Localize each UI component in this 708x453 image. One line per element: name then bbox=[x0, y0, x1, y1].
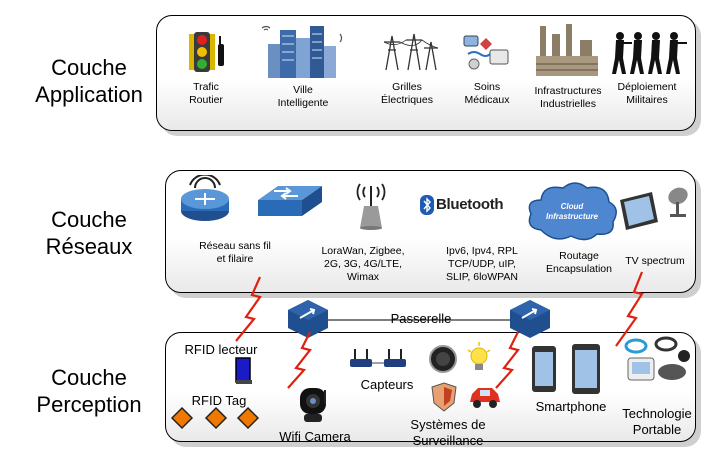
rfid-reader-label: RFID lecteur bbox=[184, 342, 258, 357]
bluetooth-logo-text: Bluetooth bbox=[436, 196, 504, 213]
gateway-link-line bbox=[320, 319, 520, 321]
industrial-plant-icon bbox=[534, 20, 600, 78]
network-switch-icon bbox=[256, 182, 324, 222]
tv-spectrum-icon bbox=[618, 186, 694, 232]
military-soldiers-icon bbox=[610, 30, 688, 76]
bluetooth-icon bbox=[420, 195, 434, 215]
app-item-military-label: Déploiement Militaires bbox=[617, 81, 677, 106]
network-layer-title: Couche Réseaux bbox=[45, 207, 133, 259]
app-item-medical-label: Soins Médicaux bbox=[464, 81, 510, 106]
power-grid-icon bbox=[378, 30, 440, 72]
surveillance-label: Systèmes de Surveillance bbox=[410, 417, 486, 448]
app-item-industrial-label: Infrastructures Industrielles bbox=[534, 85, 602, 110]
sensors-icon bbox=[344, 345, 414, 375]
wireless-router-icon bbox=[178, 175, 232, 223]
medical-care-icon bbox=[460, 30, 514, 74]
gateway-left-icon bbox=[286, 298, 330, 340]
car-icon bbox=[466, 384, 504, 410]
rfid-tags-icon bbox=[168, 404, 264, 436]
perception-layer-title: Couche Perception bbox=[36, 365, 142, 417]
light-bulb-icon bbox=[466, 342, 492, 372]
network-item-protocols-label: LoraWan, Zigbee, 2G, 3G, 4G/LTE, Wimax bbox=[321, 245, 405, 283]
wearable-devices-icon bbox=[620, 334, 692, 390]
network-item-wired-wireless-label: Réseau sans fil et filaire bbox=[199, 240, 271, 265]
wifi-camera-icon bbox=[294, 384, 334, 426]
cloud-icon bbox=[523, 178, 621, 246]
antenna-device-icon bbox=[350, 176, 392, 230]
gateway-label: Passerelle bbox=[390, 311, 452, 326]
sensors-label: Capteurs bbox=[360, 377, 414, 392]
traffic-light-icon bbox=[186, 30, 228, 76]
smart-city-icon bbox=[258, 20, 350, 80]
app-item-smart-city-label: Ville Intelligente bbox=[277, 84, 329, 109]
wifi-camera-label: Wifi Camera bbox=[279, 429, 351, 444]
gateway-right-icon bbox=[508, 298, 552, 340]
rfid-reader-icon bbox=[234, 356, 254, 386]
smartphone-label: Smartphone bbox=[535, 399, 607, 414]
link-surveillance-to-gateway bbox=[495, 331, 520, 389]
smartphone-icon bbox=[528, 344, 604, 398]
rfid-tag-label: RFID Tag bbox=[191, 393, 247, 408]
network-item-routing-label: Routage Encapsulation bbox=[546, 250, 612, 275]
link-rfid-to-network bbox=[235, 276, 262, 342]
link-wearable-to-tv bbox=[615, 271, 644, 347]
cloud-infrastructure-text: Cloud Infrastructure bbox=[545, 202, 598, 221]
link-camera-to-gateway bbox=[287, 331, 312, 389]
app-item-traffic-label: Trafic Routier bbox=[189, 81, 223, 106]
thermostat-icon bbox=[428, 344, 458, 374]
application-layer-panel bbox=[156, 15, 696, 131]
app-item-power-grid-label: Grilles Électriques bbox=[381, 81, 433, 106]
application-layer-title: Couche Application bbox=[35, 55, 143, 107]
security-shield-icon bbox=[430, 381, 458, 413]
network-item-tv-spectrum-label: TV spectrum bbox=[625, 255, 685, 267]
perception-layer-panel bbox=[165, 332, 696, 442]
network-item-ip-stack-label: Ipv6, Ipv4, RPL TCP/UDP, uIP, SLIP, 6loW… bbox=[446, 245, 518, 283]
wearable-label: Technologie Portable bbox=[622, 406, 692, 437]
